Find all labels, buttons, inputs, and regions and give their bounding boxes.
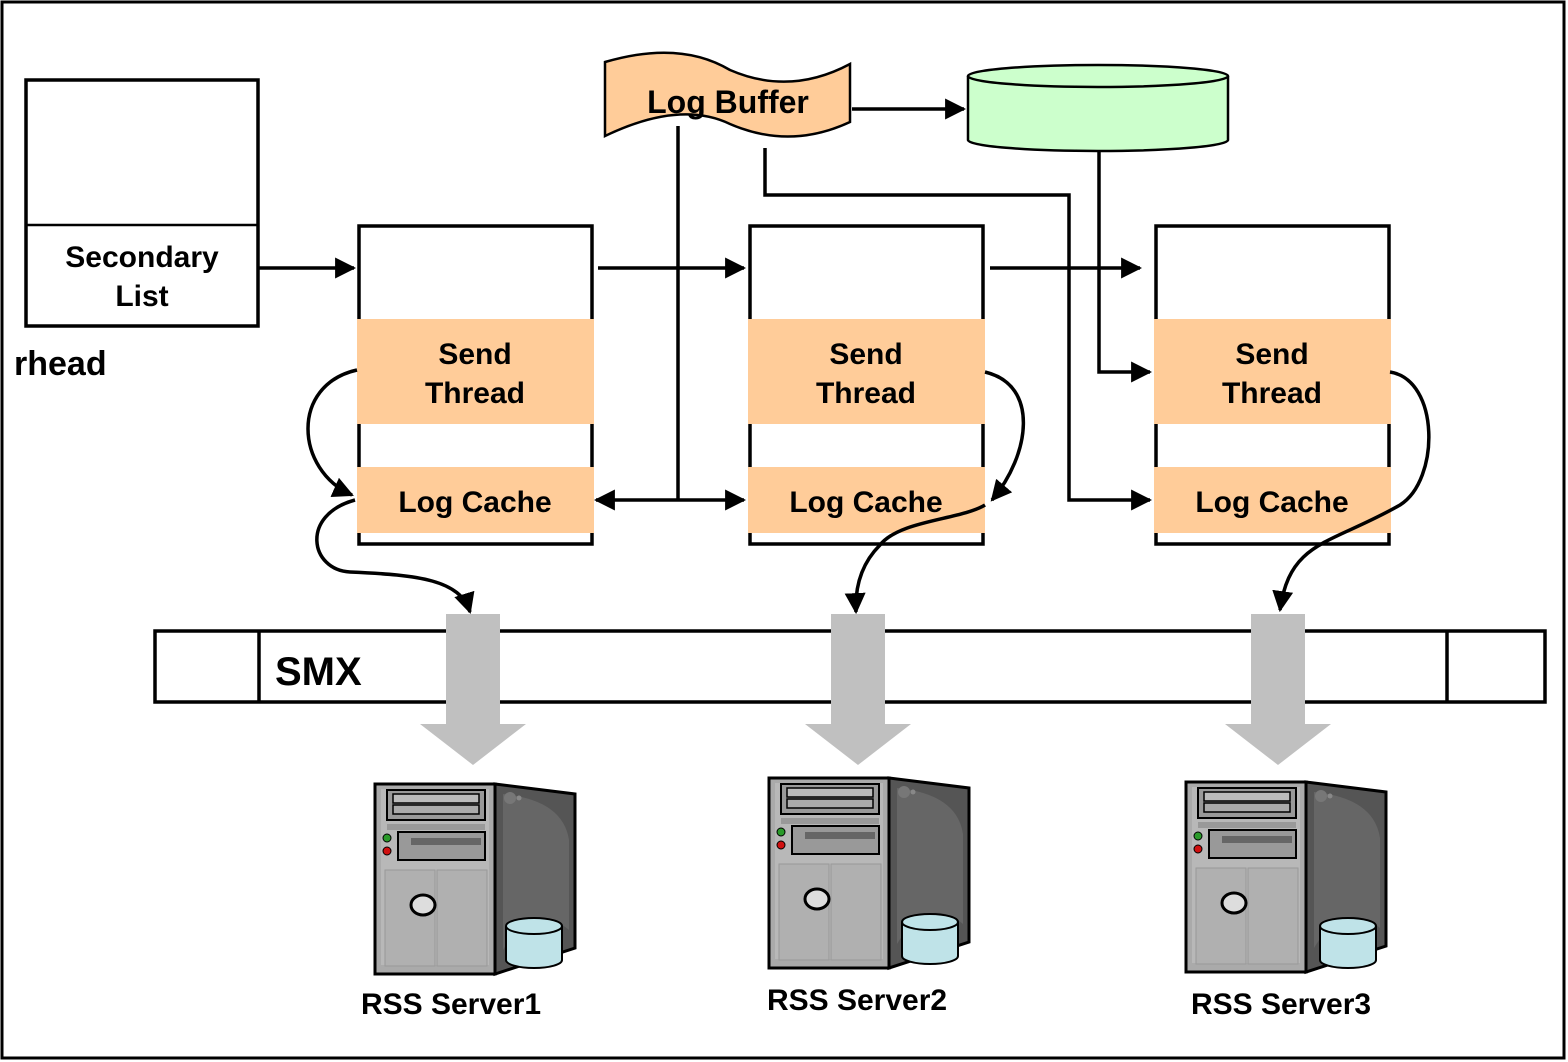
send-thread-1-line1: Send (438, 338, 511, 371)
log-cache-1-label: Log Cache (398, 486, 551, 519)
send-thread-2 (748, 319, 985, 424)
server-1-label: RSS Server1 (361, 988, 541, 1021)
database-cylinder (966, 63, 1230, 153)
send-thread-2-line2: Thread (816, 377, 916, 410)
server-2: RSS Server2 (767, 776, 971, 1017)
arrow-db-to-send-thread-3 (1097, 152, 1153, 383)
node-2: Send Thread Log Cache (748, 224, 985, 546)
curve-cache1-to-smx (315, 498, 475, 615)
log-buffer: Log Buffer (603, 51, 852, 138)
log-cache-2-label: Log Cache (789, 486, 942, 519)
server-2-label: RSS Server2 (767, 984, 947, 1017)
log-buffer-label: Log Buffer (647, 84, 809, 120)
server-3-label: RSS Server3 (1191, 988, 1371, 1021)
node-1: Send Thread Log Cache (357, 224, 594, 546)
block-arrow-2 (805, 614, 911, 765)
curve-send2-to-cache2 (984, 370, 1026, 502)
node-3: Send Thread Log Cache (1154, 224, 1391, 546)
send-thread-1-line2: Thread (425, 377, 525, 410)
arrow-logbuffer-to-log-cache-3 (763, 148, 1153, 511)
curve-cache2-to-smx (844, 503, 986, 615)
database-icon (1319, 917, 1377, 969)
rhead-label: rhead (14, 345, 107, 383)
curve-send3-to-smx (1272, 370, 1431, 613)
send-thread-1 (357, 319, 594, 424)
curve-send1-to-cache1 (306, 368, 358, 497)
secondary-list-label-line2: List (115, 280, 168, 313)
send-thread-2-line1: Send (829, 338, 902, 371)
log-buffer-shape (603, 51, 852, 138)
send-thread-3 (1154, 319, 1391, 424)
log-cache-2 (748, 467, 985, 533)
block-arrow-1 (420, 614, 526, 765)
server-1: RSS Server1 (361, 782, 577, 1021)
send-thread-3-line2: Thread (1222, 377, 1322, 410)
secondary-list-label-line1: Secondary (65, 241, 219, 274)
rhead-structure: Secondary List rhead (14, 78, 260, 383)
rhead-box (24, 78, 260, 328)
log-cache-3-label: Log Cache (1195, 486, 1348, 519)
database-icon (505, 917, 563, 969)
send-thread-3-line1: Send (1235, 338, 1308, 371)
block-arrow-3 (1225, 614, 1331, 765)
database-icon (901, 913, 959, 965)
log-cache-3 (1154, 467, 1391, 533)
smx-label: SMX (275, 650, 362, 694)
server-3: RSS Server3 (1184, 780, 1388, 1021)
log-cache-1 (357, 467, 594, 533)
